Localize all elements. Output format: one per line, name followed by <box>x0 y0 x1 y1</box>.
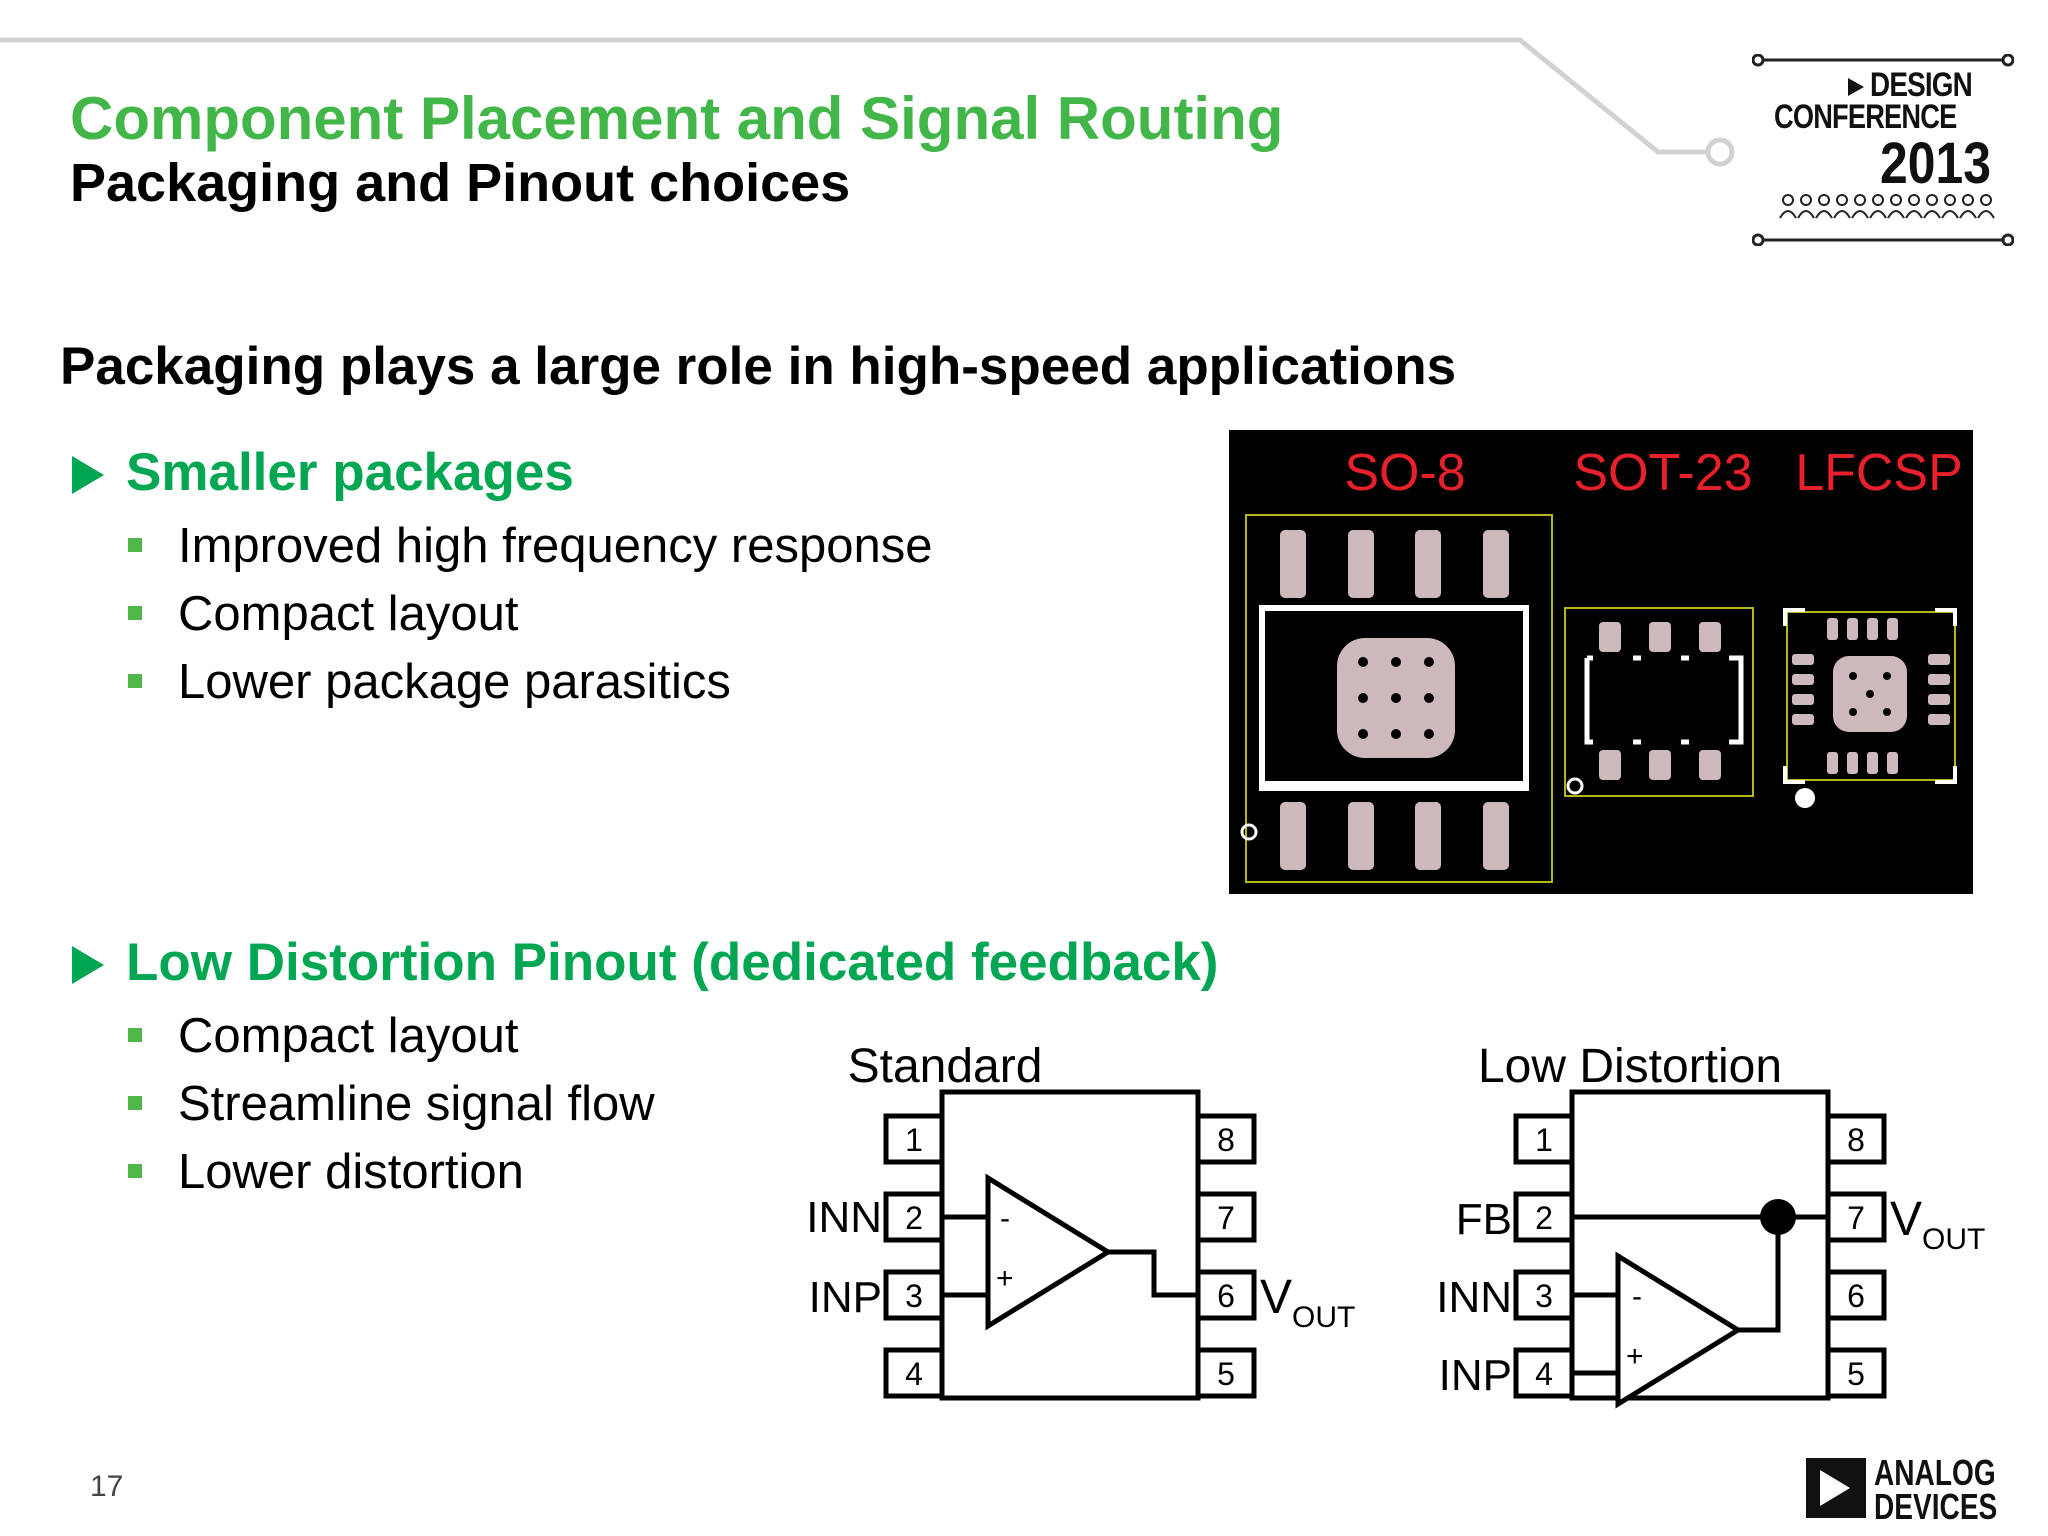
slide-subtitle: Packaging and Pinout choices <box>70 153 851 213</box>
pin-label-vout: V <box>1260 1271 1292 1324</box>
pin-number: 2 <box>1535 1200 1553 1236</box>
slide-title: Component Placement and Signal Routing <box>70 85 1284 152</box>
section-smaller-packages: Smaller packages <box>72 442 574 503</box>
analog-devices-logo: ANALOG DEVICES <box>1806 1452 2016 1528</box>
pin-number: 5 <box>1847 1356 1865 1392</box>
logo-line1: ANALOG <box>1874 1452 1996 1493</box>
bullet-square-icon <box>128 606 142 620</box>
pin-number: 8 <box>1847 1122 1865 1158</box>
badge-year: 2013 <box>1880 131 1991 196</box>
bullet-item: Improved high frequency response <box>128 518 933 574</box>
pin-number: 4 <box>1535 1356 1553 1392</box>
amp-plus-sign: + <box>1626 1340 1644 1373</box>
bullet-square-icon <box>128 1028 142 1042</box>
pin-number: 3 <box>1535 1278 1553 1314</box>
pin-number: 4 <box>905 1356 923 1392</box>
analog-devices-logo-icon <box>1806 1458 1866 1518</box>
package-footprints-image: SO-8 SOT-23 LFCSP <box>1229 430 1973 894</box>
low-distortion-pinout-diagram: Low Distortion 1 2 3 4 8 7 6 5 - + FB IN… <box>1436 1040 1985 1409</box>
section-arrow-icon <box>72 456 104 494</box>
standard-pinout-diagram: Standard 1 2 3 4 8 7 6 5 - + INN INP V O… <box>806 1040 1355 1401</box>
section-label: Low Distortion Pinout (dedicated feedbac… <box>126 933 1219 992</box>
pin-label-fb: FB <box>1456 1195 1512 1244</box>
pin-label-inp: INP <box>1439 1351 1512 1400</box>
sot23-footprint <box>1564 607 1754 797</box>
bullet-item: Compact layout <box>128 586 518 642</box>
bullet-square-icon <box>128 674 142 688</box>
pin-label-inn: INN <box>1436 1273 1512 1322</box>
opamp-triangle-icon <box>985 1173 1113 1331</box>
package-label-so8: SO-8 <box>1344 444 1465 502</box>
amp-minus-sign: - <box>1632 1280 1642 1313</box>
pin-number: 6 <box>1847 1278 1865 1314</box>
lfcsp-footprint <box>1783 608 1957 808</box>
bullet-square-icon <box>128 1096 142 1110</box>
package-label-lfcsp: LFCSP <box>1795 444 1963 502</box>
bullet-item: Streamline signal flow <box>128 1076 655 1132</box>
pin-label-inn: INN <box>806 1193 882 1242</box>
bullet-square-icon <box>128 1164 142 1178</box>
pin-number: 3 <box>905 1278 923 1314</box>
pin-number: 6 <box>1217 1278 1235 1314</box>
header-trace-decoration <box>0 37 1735 167</box>
pin-label-vout-subscript: OUT <box>1292 1301 1355 1334</box>
pin-number: 7 <box>1217 1200 1235 1236</box>
badge-frame-icon <box>1751 53 2015 247</box>
pin-label-vout: V <box>1890 1193 1922 1246</box>
slide-heading: Packaging plays a large role in high-spe… <box>60 337 1457 396</box>
badge-line2: CONFERENCE <box>1774 98 1957 136</box>
so8-footprint <box>1240 514 1553 883</box>
pin-number: 7 <box>1847 1200 1865 1236</box>
amp-plus-sign: + <box>996 1262 1014 1295</box>
section-arrow-icon <box>72 946 104 984</box>
package-label-sot23: SOT-23 <box>1573 444 1752 502</box>
low-distortion-pin-boxes <box>1513 1113 1887 1399</box>
section-label: Smaller packages <box>126 443 574 502</box>
pin-number: 8 <box>1217 1122 1235 1158</box>
conference-badge: DESIGN CONFERENCE 2013 <box>1751 53 2015 247</box>
bullet-item: Lower distortion <box>128 1144 524 1200</box>
standard-diagram-title: Standard <box>848 1040 1043 1093</box>
section-low-distortion-pinout: Low Distortion Pinout (dedicated feedbac… <box>72 932 1219 993</box>
bullet-item: Lower package parasitics <box>128 654 731 710</box>
amp-minus-sign: - <box>1000 1202 1010 1235</box>
pin-label-vout-subscript: OUT <box>1922 1223 1985 1256</box>
pin-number: 1 <box>905 1122 923 1158</box>
opamp-triangle-icon <box>1615 1251 1743 1409</box>
standard-pin-boxes <box>883 1113 1257 1399</box>
page-number: 17 <box>90 1470 124 1503</box>
pin-number: 2 <box>905 1200 923 1236</box>
pin-label-inp: INP <box>809 1273 882 1322</box>
pin-number: 1 <box>1535 1122 1553 1158</box>
bullet-square-icon <box>128 538 142 552</box>
low-distortion-diagram-title: Low Distortion <box>1478 1040 1782 1093</box>
logo-line2: DEVICES <box>1874 1486 1998 1527</box>
pin-number: 5 <box>1217 1356 1235 1392</box>
bullet-item: Compact layout <box>128 1008 518 1064</box>
badge-line1: DESIGN <box>1870 66 1973 104</box>
